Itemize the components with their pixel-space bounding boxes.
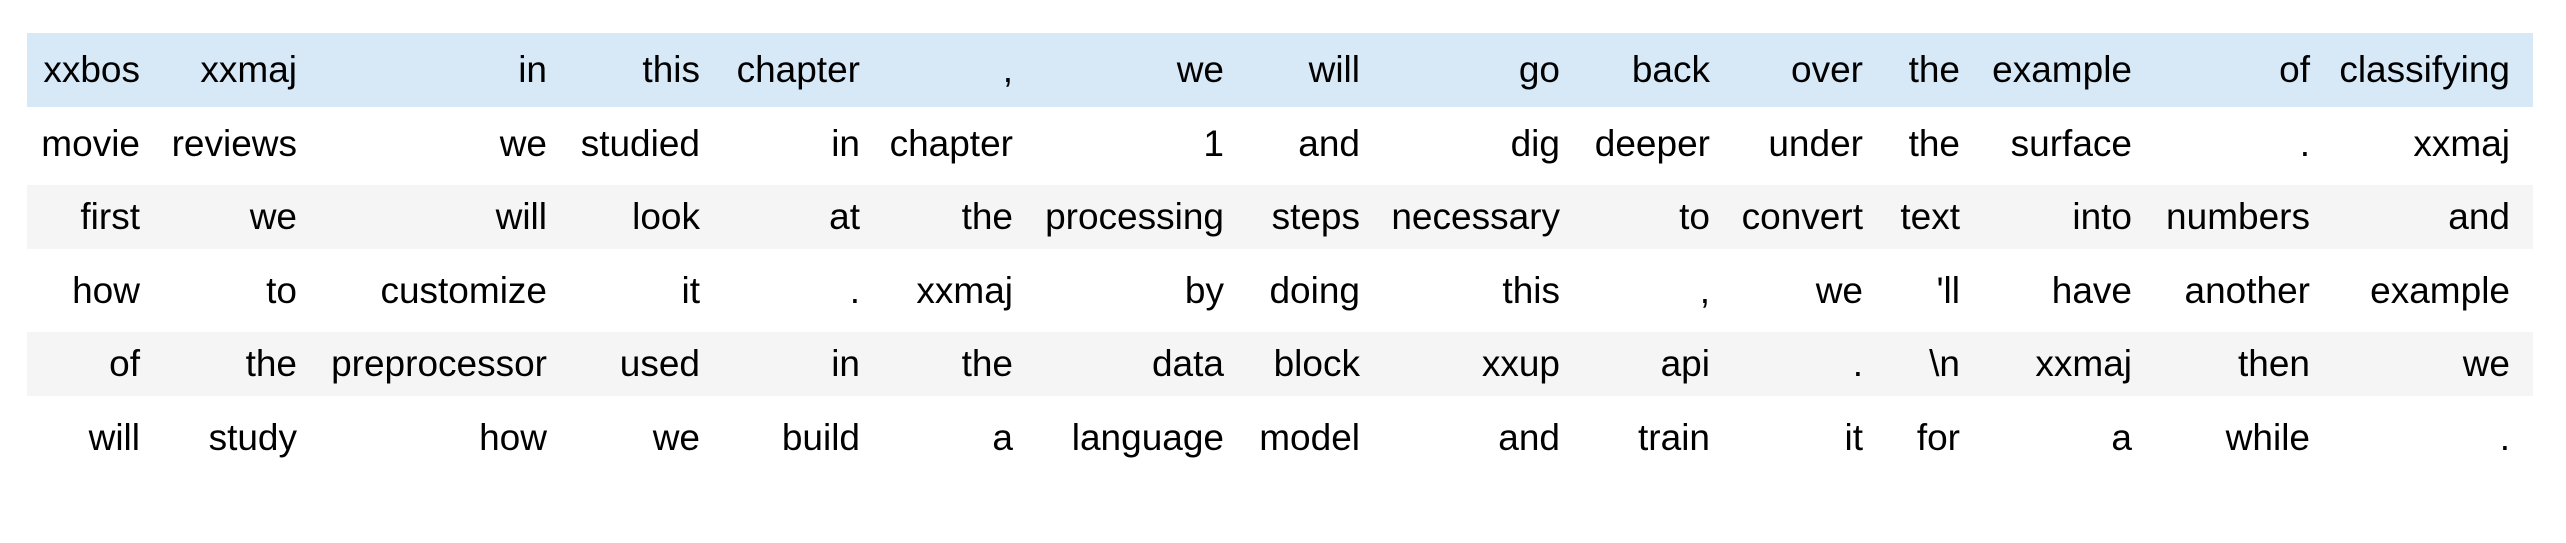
token-cell: another — [2184, 269, 2311, 311]
token-cell: then — [2237, 343, 2310, 385]
token-cell: to — [266, 269, 297, 311]
token-cell: text — [1900, 196, 1960, 238]
token-cell: while — [2225, 416, 2310, 458]
token-cell: we — [249, 196, 297, 238]
token-cell: this — [642, 49, 700, 91]
token-cell: surface — [2010, 122, 2132, 164]
token-cell: the — [245, 343, 297, 385]
token-cell: . — [2499, 416, 2510, 458]
token-cell: a — [2111, 416, 2132, 458]
token-cell: , — [1002, 49, 1013, 91]
token-cell: example — [1992, 49, 2132, 91]
token-cell: of — [2279, 49, 2310, 91]
token-cell: in — [831, 122, 860, 164]
token-cell: xxup — [1481, 343, 1560, 385]
token-cell: chapter — [736, 49, 860, 91]
token-cell: studied — [580, 122, 700, 164]
token-cell: the — [961, 196, 1013, 238]
token-cell: we — [652, 416, 700, 458]
token-cell: 'll — [1936, 269, 1960, 311]
token-cell: look — [632, 196, 700, 238]
token-cell: classifying — [2339, 49, 2510, 91]
token-cell: go — [1518, 49, 1560, 91]
token-cell: \n — [1929, 343, 1960, 385]
token-cell: customize — [380, 269, 547, 311]
token-cell: chapter — [889, 122, 1013, 164]
token-cell: at — [829, 196, 860, 238]
token-cell: numbers — [2166, 196, 2310, 238]
token-cell: movie — [41, 122, 140, 164]
token-cell: and — [2448, 196, 2510, 238]
token-row: will study how we build a language model and trai… — [27, 401, 2533, 475]
token-cell: 1 — [1203, 122, 1224, 164]
token-cell: will — [88, 416, 140, 458]
token-cell: the — [1908, 49, 1960, 91]
token-cell: we — [1815, 269, 1863, 311]
token-cell: it — [681, 269, 701, 311]
token-cell: convert — [1741, 196, 1863, 238]
token-cell: model — [1259, 416, 1360, 458]
token-cell: xxmaj — [2413, 122, 2510, 164]
token-cell: for — [1916, 416, 1960, 458]
token-cell: in — [518, 49, 547, 91]
token-cell: , — [1699, 269, 1710, 311]
token-cell: . — [2299, 122, 2310, 164]
token-cell: by — [1184, 269, 1224, 311]
token-cell: first — [80, 196, 140, 238]
token-cell: doing — [1269, 269, 1360, 311]
token-cell: the — [1908, 122, 1960, 164]
token-cell: of — [109, 343, 140, 385]
token-cell: have — [2051, 269, 2132, 311]
token-cell: . — [1852, 343, 1863, 385]
token-cell: steps — [1271, 196, 1360, 238]
token-cell: study — [208, 416, 297, 458]
token-cell: it — [1844, 416, 1864, 458]
token-cell: and — [1298, 122, 1360, 164]
token-cell: we — [2462, 343, 2510, 385]
token-cell: used — [619, 343, 700, 385]
token-cell: example — [2370, 269, 2510, 311]
token-cell: data — [1151, 343, 1224, 385]
token-cell: in — [831, 343, 860, 385]
token-row: of the preprocessor used in the data block xxup a… — [27, 327, 2533, 401]
token-cell: language — [1071, 416, 1224, 458]
token-cell: xxmaj — [916, 269, 1013, 311]
token-cell: back — [1631, 49, 1710, 91]
token-cell: we — [499, 122, 547, 164]
token-cell: train — [1638, 416, 1710, 458]
token-cell: we — [1176, 49, 1224, 91]
token-cell: necessary — [1391, 196, 1560, 238]
token-row: how to customize it. xxmaj by doing this, we 'll h… — [27, 254, 2533, 328]
token-cell: processing — [1045, 196, 1224, 238]
token-cell: deeper — [1594, 122, 1710, 164]
token-cell: build — [781, 416, 860, 458]
token-cell: how — [72, 269, 140, 311]
tokenized-text-table: xxbos xxmaj in this chapter, we will go back over… — [27, 33, 2533, 474]
token-cell: will — [495, 196, 547, 238]
token-row-highlighted: xxbos xxmaj in this chapter, we will go back over… — [27, 33, 2533, 107]
token-cell: to — [1679, 196, 1710, 238]
token-cell: . — [849, 269, 860, 311]
token-cell: block — [1273, 343, 1360, 385]
token-cell: reviews — [171, 122, 297, 164]
token-cell: preprocessor — [331, 343, 547, 385]
token-cell: xxmaj — [2035, 343, 2132, 385]
token-cell: over — [1791, 49, 1863, 91]
token-cell: dig — [1510, 122, 1560, 164]
token-cell: into — [2072, 196, 2132, 238]
token-cell: xxmaj — [200, 49, 297, 91]
token-cell: xxbos — [43, 49, 140, 91]
token-cell: how — [479, 416, 547, 458]
token-cell: this — [1502, 269, 1560, 311]
token-cell: will — [1308, 49, 1360, 91]
token-cell: the — [961, 343, 1013, 385]
token-cell: api — [1660, 343, 1710, 385]
token-cell: and — [1498, 416, 1560, 458]
token-cell: a — [992, 416, 1013, 458]
token-row: first we will look at the processing steps neces… — [27, 180, 2533, 254]
token-cell: under — [1768, 122, 1863, 164]
